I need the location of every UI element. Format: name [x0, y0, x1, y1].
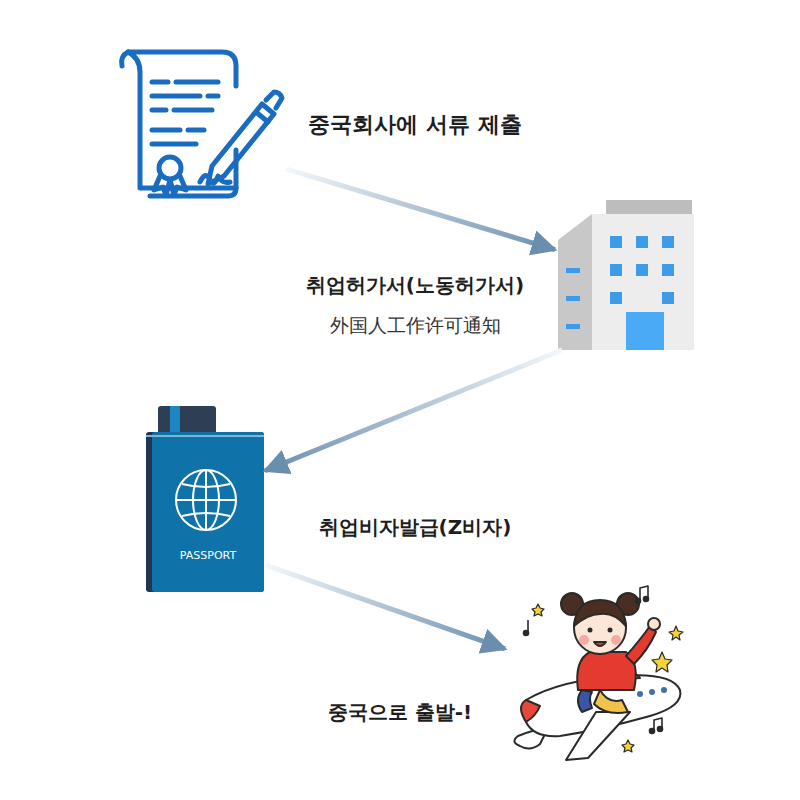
step-label: 중국회사에 서류 제출: [308, 112, 521, 138]
step-node: 취업허가서(노동허가서)外国人工作许可通知: [555, 198, 695, 350]
document-icon: [122, 52, 282, 196]
step-label: 外国人工作许可通知: [330, 314, 501, 337]
step-label: 취업비자발급(Z비자): [319, 515, 512, 539]
flow-arrow: [286, 169, 555, 250]
step-label: 중국으로 출발-!: [328, 700, 472, 724]
building-icon: [558, 200, 694, 350]
flow-arrow: [265, 350, 562, 471]
girl-on-plane: [514, 586, 683, 760]
passport-icon: [146, 406, 264, 592]
cover-label: PASSPORT: [180, 549, 236, 562]
step-label: 취업허가서(노동허가서): [306, 273, 524, 297]
step-node: 중국회사에 서류 제출: [118, 44, 286, 200]
step-node: 중국으로 출발-!: [505, 586, 691, 756]
step-node: PASSPORT취업비자발급(Z비자): [145, 405, 265, 593]
flow-arrow: [265, 565, 505, 649]
